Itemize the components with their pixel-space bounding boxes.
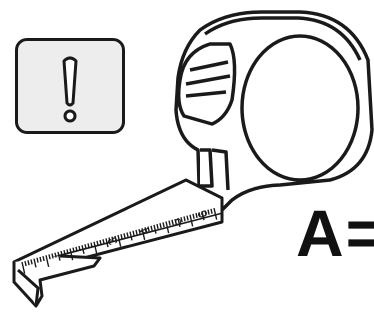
formula-text: A= bbox=[296, 200, 374, 266]
